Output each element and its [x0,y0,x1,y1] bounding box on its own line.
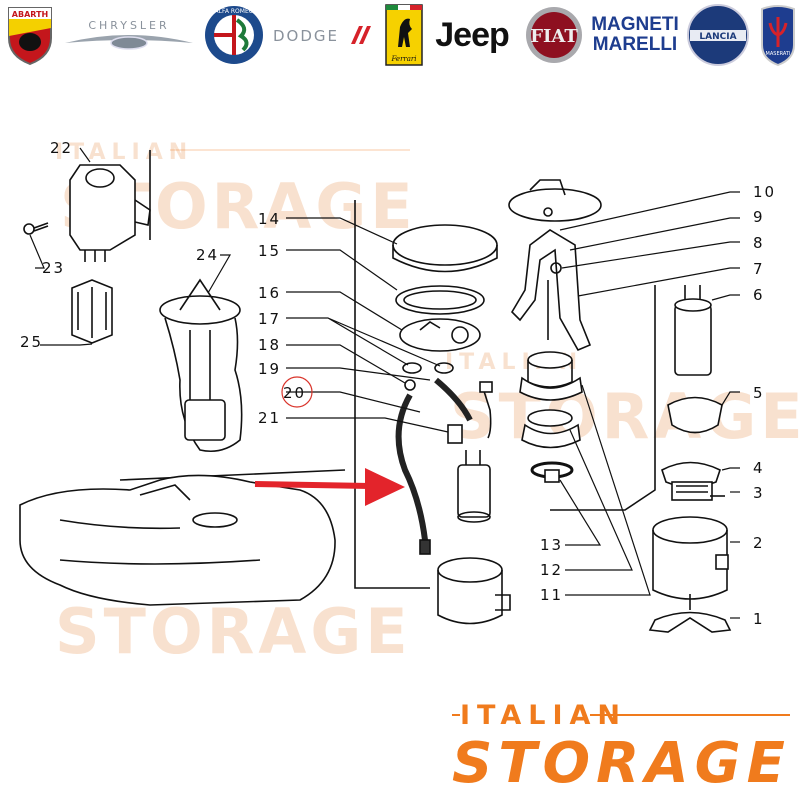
callout-5: 5 [753,384,765,402]
callout-1: 1 [753,610,765,628]
callout-11: 11 [540,586,564,604]
part-14-lock-ring [392,224,498,266]
lancia-logo: LANCIA [684,4,752,66]
part-22-sensor [69,164,151,262]
logo-storage-text: STORAGE [452,731,791,796]
part-12-housing [521,409,581,449]
part-21-sleeve [447,424,463,444]
alfa-romeo-logo: ALFA ROMEO [202,4,266,66]
callout-19: 19 [258,360,282,378]
callout-13: 13 [540,536,564,554]
lancia-logo-text: LANCIA [699,32,736,42]
leader-lines [29,147,740,619]
callout-3: 3 [753,484,765,502]
callout-14: 14 [258,210,282,228]
part-10-top-cover [508,179,602,222]
part-1-base [648,611,732,633]
part-11-housing [519,351,583,401]
fuel-tank [19,474,336,606]
part-18-grommet [404,379,416,391]
callout-17: 17 [258,310,282,328]
logo-italian-text: ITALIAN [460,700,628,731]
chrysler-logo: CHRYSLER [62,4,196,66]
alfa-romeo-logo-text: ALFA ROMEO [215,8,254,15]
callout-15: 15 [258,242,282,260]
callout-22: 22 [50,139,74,157]
callout-21: 21 [258,409,282,427]
callout-10: 10 [753,183,777,201]
callout-12: 12 [540,561,564,579]
electrical-lead [482,387,492,439]
fiat-logo: FIAT [522,4,586,66]
red-arrow [254,468,405,506]
part-6-pump [674,285,712,376]
dodge-logo: DODGE [270,4,374,66]
part-17-clip [402,362,422,374]
part-23-screw [23,222,49,235]
callout-4: 4 [753,459,765,477]
abarth-logo-text: ABARTH [12,10,48,19]
watermark-storage-right: STORAGE [450,380,800,453]
part-8-washer [550,262,562,274]
highlight-circle-20 [281,376,313,408]
dodge-logo-text: DODGE [273,27,339,45]
part-19-hose [434,377,473,422]
logo-rule [590,714,790,716]
abarth-logo: ABARTH [2,4,58,66]
jeep-logo: Jeep [428,4,516,66]
maserati-logo: MASERATI [756,4,800,67]
fuel-pump-exploded-diagram [19,147,740,633]
callout-16: 16 [258,284,282,302]
maserati-logo-text: MASERATI [766,51,791,57]
part-2-canister [652,516,729,600]
watermark-italian: ITALIAN [55,140,194,165]
part-25-connector [71,279,113,344]
part-20-fuel-hose [395,393,428,541]
watermark-storage-lower: STORAGE [55,595,412,668]
callout-25: 25 [20,333,44,351]
callout-20: 20 [283,384,307,402]
callout-23: 23 [42,259,66,277]
magneti-marelli-logo: MAGNETI MARELLI [588,4,682,66]
part-5-seal [667,396,723,434]
brand-logo-bar: ABARTH CHRYSLER ALFA ROMEO DODGE [0,0,800,72]
part-4-filter [661,461,721,501]
center-canister [437,557,511,625]
callout-6: 6 [753,286,765,304]
frame-right [550,285,656,511]
ferrari-logo-text: Ferrari [390,55,416,63]
ferrari-logo: Ferrari [382,4,426,66]
chrysler-logo-text: CHRYSLER [88,19,169,32]
callout-24: 24 [196,246,220,264]
part-24-pump-module [159,278,243,453]
callout-7: 7 [753,260,765,278]
fiat-logo-text: FIAT [530,26,578,47]
part-9-bracket [510,229,592,352]
callout-8: 8 [753,234,765,252]
center-fuel-pump [457,450,491,523]
callout-2: 2 [753,534,765,552]
jeep-logo-text: Jeep [435,15,509,54]
part-17-clip-b [434,362,454,374]
callout-9: 9 [753,208,765,226]
callout-18: 18 [258,336,282,354]
magneti-marelli-logo-text: MAGNETI MARELLI [591,14,679,55]
